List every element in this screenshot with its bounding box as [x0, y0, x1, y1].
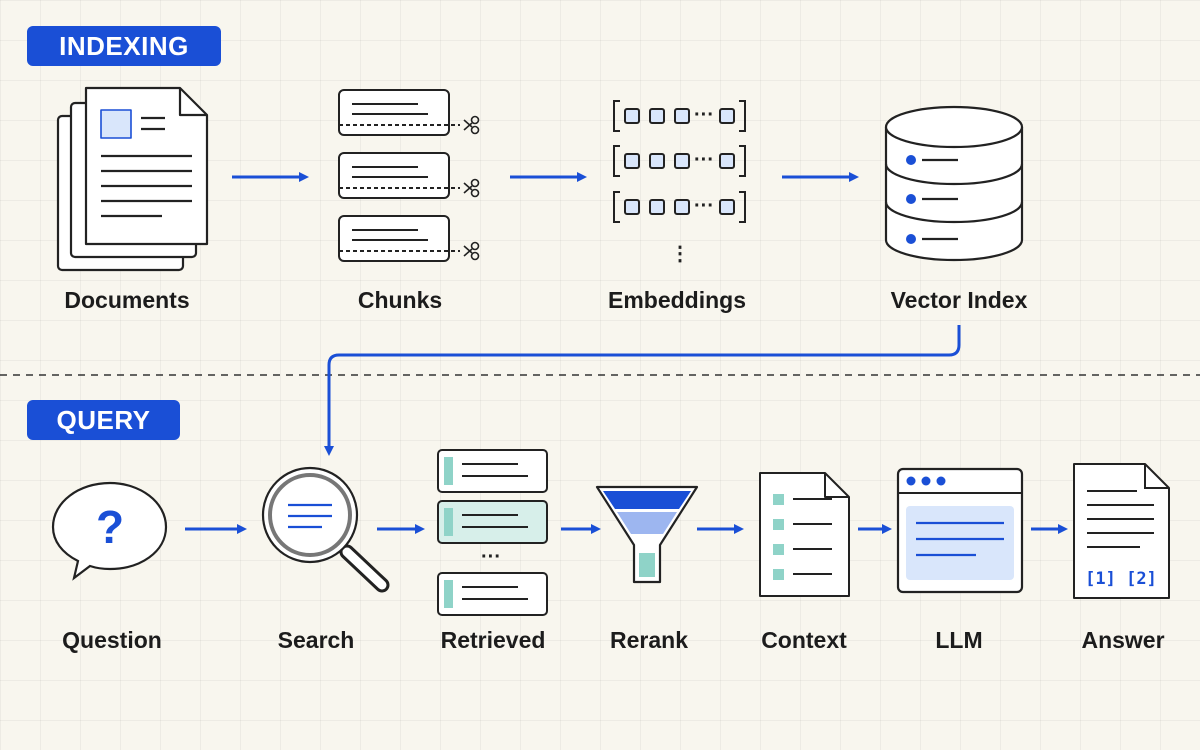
citation-markers: [1] [2] — [1085, 569, 1157, 589]
chunks-scissors-icon — [338, 89, 480, 262]
funnel-icon — [595, 485, 699, 584]
retrieved-ellipsis: ··· — [481, 546, 501, 568]
llm-window-icon — [896, 467, 1024, 594]
question-bubble-icon: ? — [51, 481, 168, 581]
step-label-search: Search — [278, 627, 355, 653]
arrow-index-to-search — [324, 325, 961, 456]
answer-doc-icon: [1] [2] — [1073, 463, 1170, 599]
step-label-documents: Documents — [64, 287, 189, 313]
question-mark: ? — [96, 501, 124, 553]
vector-ellipsis: ··· — [694, 149, 714, 171]
step-label-embeddings: Embeddings — [608, 287, 746, 313]
step-label-context: Context — [761, 627, 847, 653]
vector-ellipsis: ··· — [694, 195, 714, 217]
step-label-llm: LLM — [935, 627, 982, 653]
step-label-chunks: Chunks — [358, 287, 442, 313]
step-label-answer: Answer — [1081, 627, 1164, 653]
document-stack-icon — [56, 86, 209, 272]
indexing-section-badge: INDEXING — [27, 26, 221, 66]
embeddings-vectors-icon: ··· ··· ··· ⋮ — [613, 100, 746, 265]
step-label-rerank: Rerank — [610, 627, 688, 653]
vertical-ellipsis: ⋮ — [670, 243, 690, 265]
step-label-vector-index: Vector Index — [891, 287, 1028, 313]
step-label-question: Question — [62, 627, 162, 653]
query-section-badge: QUERY — [27, 400, 180, 440]
retrieved-list-icon: ··· — [437, 449, 548, 616]
magnifier-icon — [261, 466, 390, 593]
vector-ellipsis: ··· — [694, 104, 714, 126]
step-label-retrieved: Retrieved — [441, 627, 546, 653]
database-icon — [884, 105, 1024, 262]
context-doc-icon — [759, 472, 850, 597]
